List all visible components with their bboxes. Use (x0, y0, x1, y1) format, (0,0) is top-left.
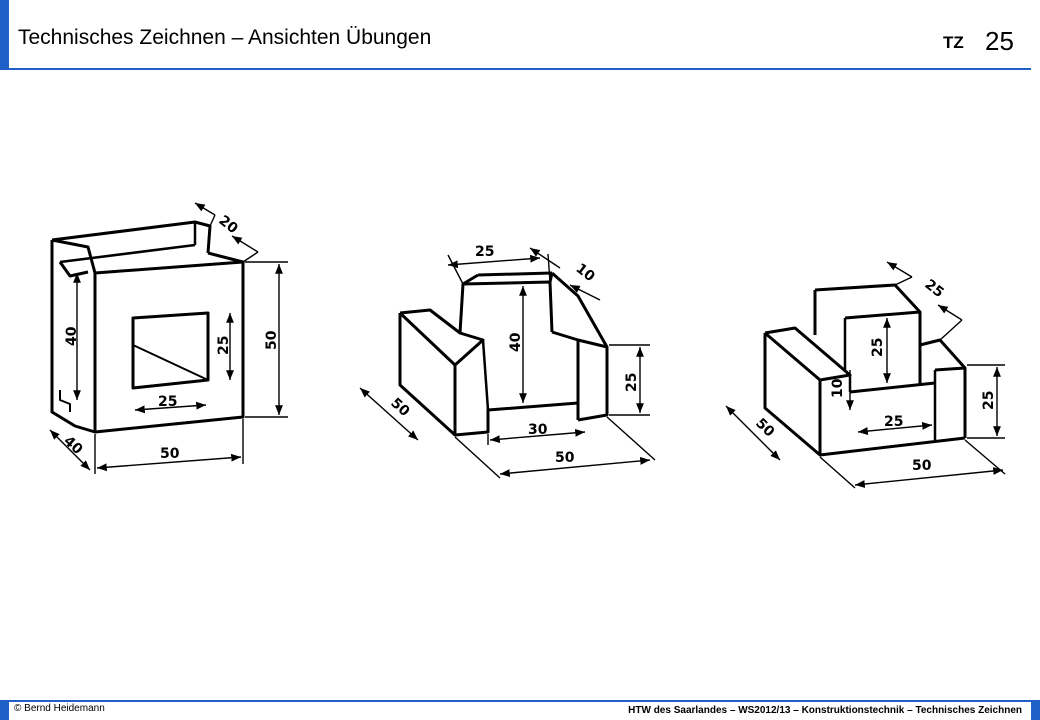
drawing-stepped-dims (359, 247, 656, 479)
accent-bar-bottom-right (1031, 700, 1040, 720)
dim-stepped-50-width: 50 (555, 450, 575, 466)
footer-course: HTW des Saarlandes – WS2012/13 – Konstru… (628, 705, 1022, 716)
dim-frame-50-height: 50 (264, 330, 280, 350)
dim-frame-25-vertical: 25 (216, 336, 232, 355)
drawing-u-block-part (763, 283, 967, 457)
dim-u-block-25-inner: 25 (870, 338, 886, 357)
drawing-frame-part (50, 220, 245, 434)
dim-u-block-25-bottom: 25 (884, 414, 903, 430)
dim-frame-40-height: 40 (64, 326, 80, 346)
drawing-stepped-part (398, 271, 609, 437)
dim-frame-25-horizontal: 25 (158, 394, 177, 410)
dim-stepped-25-height: 25 (624, 373, 640, 392)
page-title: Technisches Zeichnen – Ansichten Übungen (18, 26, 432, 49)
dim-stepped-40: 40 (508, 332, 524, 352)
dim-stepped-30: 30 (528, 422, 548, 438)
accent-bar-bottom-left (0, 700, 9, 720)
drawing-frame-dims (49, 202, 288, 474)
footer-copyright: © Bernd Heidemann (14, 703, 105, 714)
accent-bar-top (0, 0, 9, 70)
section-tag: TZ (943, 33, 964, 52)
footer-rule (9, 700, 1031, 702)
dim-u-block-25-height: 25 (981, 391, 997, 410)
drawing-u-block-dims (725, 261, 1006, 489)
dim-frame-50-width: 50 (160, 446, 180, 462)
dim-u-block-50-width: 50 (912, 458, 932, 474)
page-number: 25 (985, 26, 1014, 56)
dim-stepped-10: 10 (573, 261, 598, 286)
dim-u-block-10: 10 (830, 378, 846, 398)
dim-frame-40-depth: 40 (60, 433, 85, 458)
dim-frame-20: 20 (216, 213, 241, 238)
header-rule (9, 68, 1031, 70)
dim-u-block-25-top: 25 (922, 277, 947, 302)
dim-stepped-25-top: 25 (475, 244, 494, 260)
